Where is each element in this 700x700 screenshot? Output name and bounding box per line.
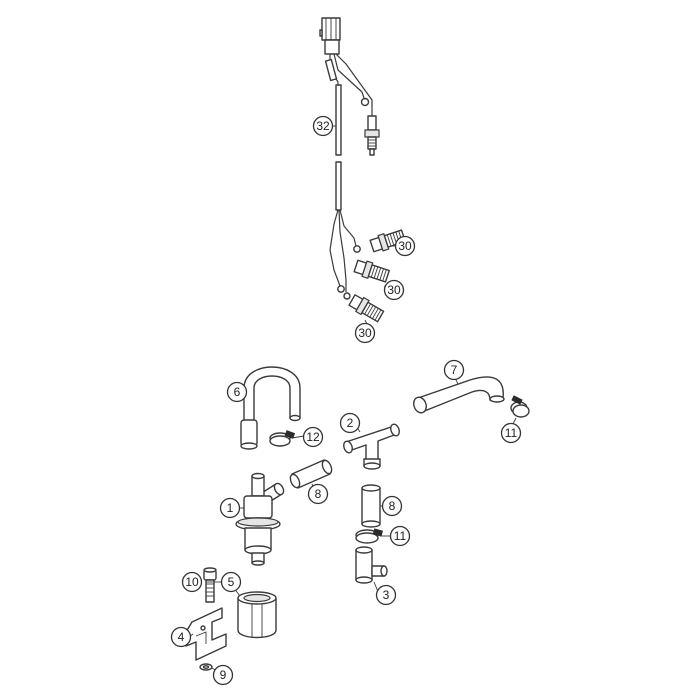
callout-7: 7 bbox=[443, 359, 465, 381]
temperature-sensor bbox=[364, 115, 380, 156]
callout-30-upper: 30 bbox=[394, 235, 416, 257]
wiring-harness bbox=[319, 17, 380, 300]
hose-clamp-12 bbox=[269, 430, 296, 447]
callout-32: 32 bbox=[312, 115, 334, 137]
callout-8-horizontal: 8 bbox=[307, 483, 329, 505]
callout-4: 4 bbox=[170, 626, 192, 648]
svg-text:4: 4 bbox=[178, 630, 185, 644]
svg-text:30: 30 bbox=[358, 326, 372, 340]
svg-text:9: 9 bbox=[220, 668, 227, 682]
elbow-hose-7 bbox=[413, 376, 505, 414]
callout-1: 1 bbox=[219, 497, 241, 519]
svg-text:6: 6 bbox=[234, 385, 241, 399]
svg-text:5: 5 bbox=[228, 575, 235, 589]
svg-text:12: 12 bbox=[306, 430, 320, 444]
screw-10 bbox=[203, 567, 217, 603]
elbow-fitting-3 bbox=[355, 546, 388, 584]
straight-hose-8-horizontal bbox=[289, 459, 333, 489]
straight-hose-8-vertical bbox=[361, 484, 381, 528]
sensor-30-lower bbox=[348, 294, 385, 323]
svg-text:7: 7 bbox=[451, 363, 458, 377]
svg-text:8: 8 bbox=[315, 487, 322, 501]
callout-30-lower: 30 bbox=[354, 322, 376, 344]
svg-text:32: 32 bbox=[316, 119, 330, 133]
callout-6: 6 bbox=[226, 381, 248, 403]
svg-text:1: 1 bbox=[227, 501, 234, 515]
callout-30-middle: 30 bbox=[383, 279, 405, 301]
svg-text:30: 30 bbox=[387, 283, 401, 297]
hose-clamp-11-lower bbox=[355, 528, 383, 544]
svg-text:8: 8 bbox=[389, 499, 396, 513]
callout-5: 5 bbox=[220, 571, 242, 593]
valve-1 bbox=[235, 472, 285, 566]
svg-text:30: 30 bbox=[398, 239, 412, 253]
u-hose-6 bbox=[240, 366, 301, 450]
svg-text:11: 11 bbox=[394, 529, 407, 543]
svg-text:11: 11 bbox=[505, 426, 518, 440]
washer-9 bbox=[199, 663, 213, 671]
hose-clamp-11-upper bbox=[510, 395, 530, 418]
t-piece-2 bbox=[343, 423, 400, 470]
callout-10: 10 bbox=[181, 571, 203, 593]
callout-2: 2 bbox=[339, 412, 361, 434]
svg-text:10: 10 bbox=[185, 575, 199, 589]
sensor-30-middle bbox=[353, 259, 390, 283]
callout-3: 3 bbox=[375, 584, 397, 606]
callout-11-lower: 11 bbox=[389, 525, 411, 547]
harness-connector bbox=[319, 17, 341, 55]
callout-12: 12 bbox=[302, 426, 324, 448]
rubber-holder-5 bbox=[237, 591, 277, 639]
svg-text:2: 2 bbox=[347, 416, 354, 430]
bracket-4 bbox=[185, 607, 227, 661]
callout-11-upper: 11 bbox=[500, 422, 522, 444]
svg-text:3: 3 bbox=[383, 588, 390, 602]
callout-8-vertical: 8 bbox=[381, 495, 403, 517]
callout-9: 9 bbox=[212, 664, 234, 686]
